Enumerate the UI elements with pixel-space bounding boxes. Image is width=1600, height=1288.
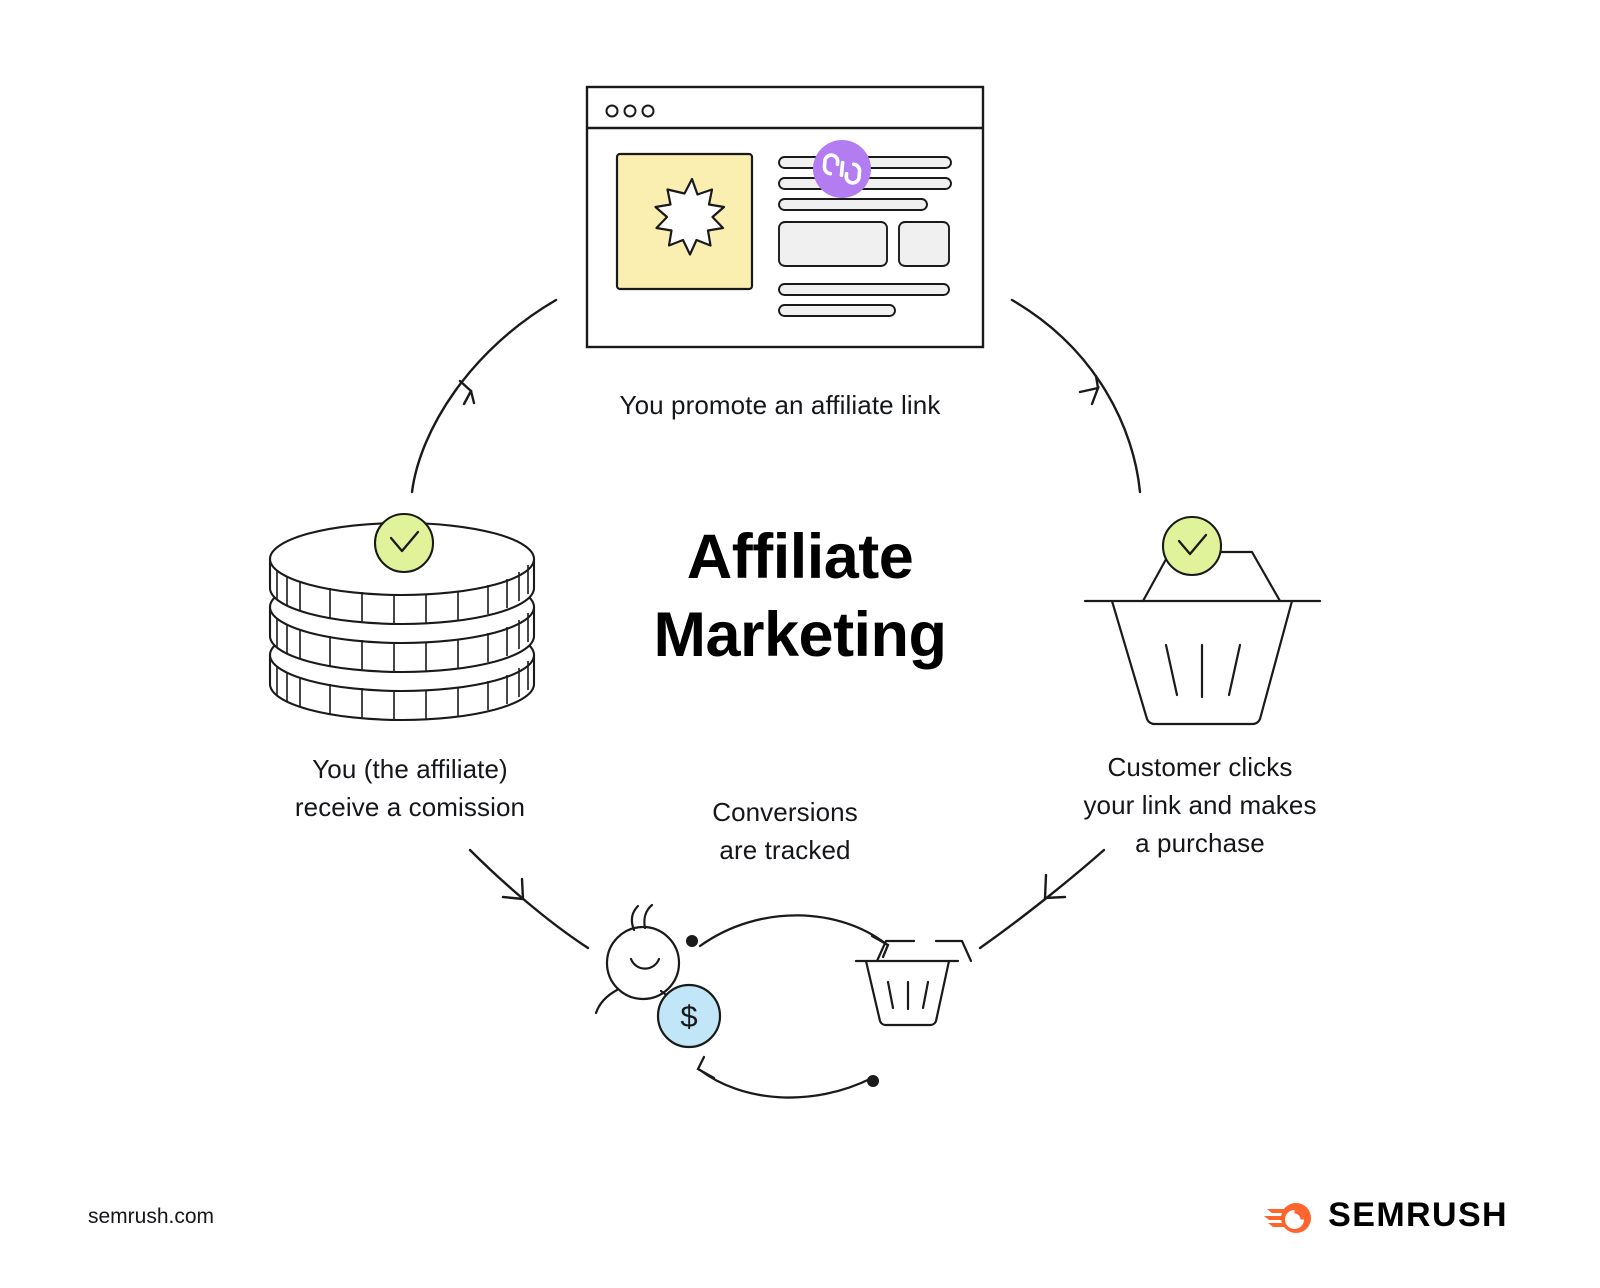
coin-stack-icon [268, 521, 536, 722]
footer-url: semrush.com [88, 1205, 215, 1228]
arrow-to-conversions [978, 848, 1106, 950]
svg-text:$: $ [680, 999, 697, 1034]
step-label-commission: You (the affiliate) receive a comission [294, 754, 526, 822]
person-with-coin-and-basket-icon: $ [594, 903, 973, 1099]
arrow-to-promote [410, 298, 558, 494]
check-icon-purchase [1161, 515, 1223, 577]
check-icon-commission [373, 512, 435, 574]
track-dot-end [867, 1075, 879, 1087]
shopping-basket-icon [1083, 550, 1322, 726]
semrush-wordmark: SEMRUSH [1328, 1196, 1508, 1234]
arrow-to-customer [1010, 298, 1142, 494]
browser-window-icon [585, 85, 985, 349]
step-label-promote: You promote an affiliate link [619, 390, 941, 420]
link-icon [813, 140, 871, 198]
semrush-logo: SEMRUSH [1264, 1196, 1508, 1235]
track-dot-start [686, 935, 698, 947]
semrush-comet-icon [1264, 1202, 1312, 1233]
window-dots [605, 104, 655, 118]
dollar-coin-icon: $ [656, 983, 722, 1049]
arrow-to-commission [468, 848, 590, 950]
image-placeholder [615, 152, 754, 291]
step-label-conversions: Conversions are tracked [712, 797, 858, 865]
step-label-customer-purchase: Customer clicks your link and makes a pu… [1083, 752, 1317, 858]
page-title: Affiliate Marketing [653, 522, 947, 670]
